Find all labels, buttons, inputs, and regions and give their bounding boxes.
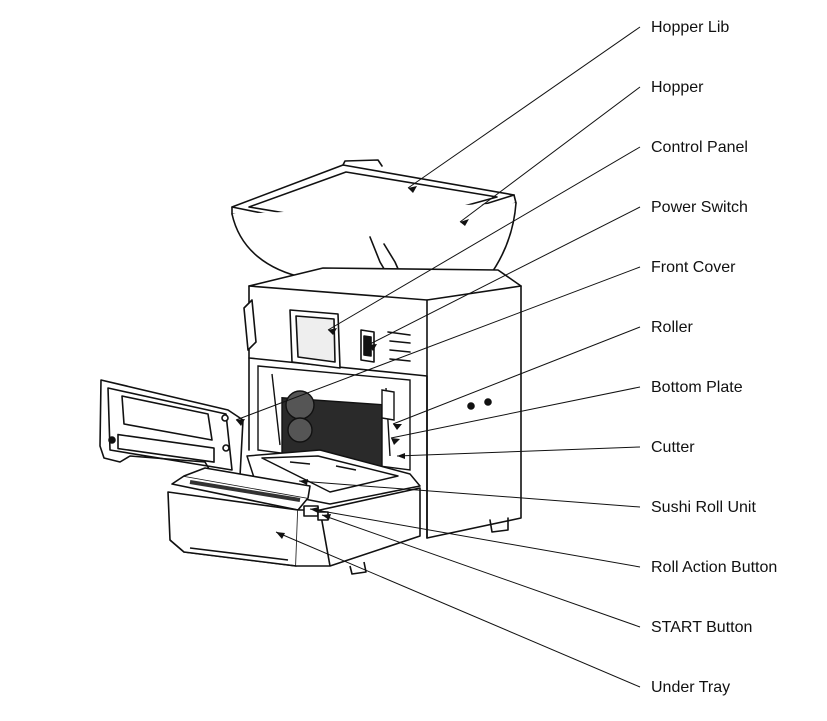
leader-front-cover (235, 266, 641, 421)
label-roll-action-button: Roll Action Button (651, 559, 778, 576)
label-roller: Roller (651, 319, 693, 336)
label-start-button: START Button (651, 619, 753, 636)
leader-roll-action-button (309, 508, 641, 568)
leader-cutter (396, 446, 641, 457)
leader-control-panel (327, 146, 641, 331)
leader-bottom-plate (390, 386, 641, 439)
leader-sushi-roll-unit (298, 480, 641, 508)
leader-hopper-lib (407, 26, 641, 189)
label-hopper-lib: Hopper Lib (651, 19, 730, 36)
label-hopper: Hopper (651, 79, 704, 96)
leader-hopper (459, 86, 641, 223)
label-control-panel: Control Panel (651, 139, 748, 156)
leader-under-tray (275, 531, 641, 688)
leader-roller (392, 326, 641, 425)
label-front-cover: Front Cover (651, 259, 736, 276)
label-sushi-roll-unit: Sushi Roll Unit (651, 499, 756, 516)
leader-start-button (321, 514, 641, 628)
label-bottom-plate: Bottom Plate (651, 379, 743, 396)
label-under-tray: Under Tray (651, 679, 731, 696)
label-cutter: Cutter (651, 439, 695, 456)
label-power-switch: Power Switch (651, 199, 748, 216)
leader-power-switch (367, 206, 641, 346)
